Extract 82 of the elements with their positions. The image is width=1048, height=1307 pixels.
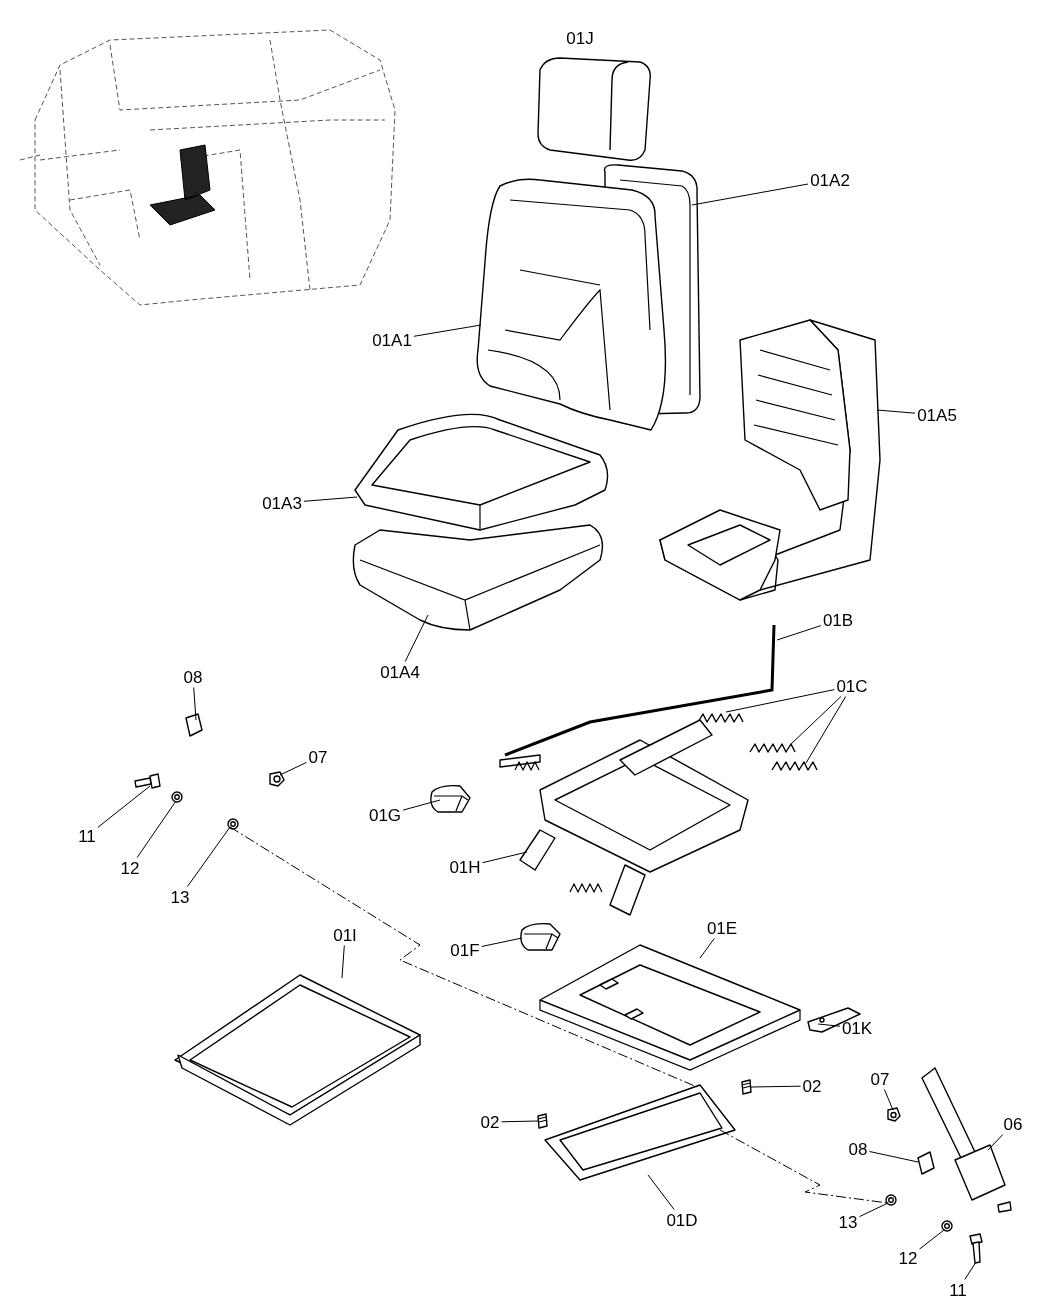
bolt-drawing (537, 1113, 548, 1129)
spring-drawing (771, 761, 818, 771)
callout-number: 11 (949, 1280, 967, 1300)
bolt-drawing (969, 1233, 983, 1264)
leader-line (404, 614, 429, 662)
callout-number: 01A1 (372, 330, 412, 350)
leader-line (805, 696, 847, 764)
base-plate-drawing (539, 944, 801, 1071)
leader-line (193, 687, 197, 721)
callout-number: 06 (1003, 1114, 1023, 1134)
leader-line (919, 1229, 945, 1250)
callout-number: 07 (308, 747, 328, 767)
leader-line (402, 799, 441, 811)
seat-frame-drawing (659, 319, 881, 601)
callout-number: 01A4 (380, 662, 420, 682)
bolt-drawing (134, 773, 161, 789)
nut-drawing (269, 771, 285, 787)
washer-drawing (885, 1194, 897, 1206)
bracket-drawing (917, 1151, 935, 1175)
callout-number: 02 (802, 1076, 822, 1096)
washer-drawing (941, 1220, 953, 1232)
cushion-plate-drawing (174, 974, 421, 1126)
callout-number: 08 (183, 667, 203, 687)
callout-number: 01I (333, 925, 357, 945)
seat-slide-drawing (499, 719, 749, 916)
callout-number: 11 (78, 826, 96, 846)
knob-drawing (520, 922, 561, 951)
bracket-drawing (185, 713, 203, 737)
callout-number: 02 (480, 1112, 500, 1132)
callout-number: 01G (368, 805, 402, 825)
seat-cushion-drawing (352, 524, 604, 631)
bolt-drawing (741, 1079, 752, 1095)
callout-number: 01B (822, 610, 854, 630)
spring-drawing (749, 743, 796, 753)
callout-number: 12 (898, 1248, 918, 1268)
leader-line (750, 1085, 801, 1088)
leader-line (964, 1261, 977, 1280)
assembly-line (229, 826, 698, 1088)
nut-drawing (887, 1107, 901, 1122)
callout-number: 01E (706, 918, 738, 938)
callout-number: 01H (449, 857, 481, 877)
leader-line (776, 625, 822, 641)
leader-line (647, 1174, 675, 1210)
leader-line (481, 937, 523, 947)
leader-line (876, 409, 916, 414)
leader-line (482, 851, 528, 864)
leader-line (187, 826, 231, 887)
callout-number: 12 (120, 858, 140, 878)
washer-drawing (171, 791, 183, 803)
leader-line (501, 1120, 539, 1123)
callout-number: 13 (838, 1212, 858, 1232)
mounting-plate-drawing (544, 1084, 736, 1181)
lever-knob-drawing (430, 784, 471, 813)
callout-number: 01J (566, 28, 594, 48)
callout-number: 01D (666, 1210, 698, 1230)
cable-drawing (504, 624, 776, 757)
callout-number: 01K (841, 1018, 873, 1038)
callout-number: 13 (170, 887, 190, 907)
leader-line (413, 324, 482, 337)
leader-line (136, 800, 177, 858)
callout-number: 08 (848, 1139, 868, 1159)
leader-line (699, 938, 715, 959)
callout-number: 01A2 (810, 170, 850, 190)
leader-line (691, 183, 809, 206)
callout-number: 07 (870, 1069, 890, 1089)
callout-number: 01A5 (917, 405, 957, 425)
callout-number: 01A3 (262, 493, 302, 513)
leader-line (869, 1151, 919, 1163)
leader-line (303, 496, 358, 502)
leader-line (987, 1134, 1004, 1151)
leader-line (341, 945, 345, 979)
leader-line (789, 696, 842, 746)
callout-number: 01F (450, 940, 480, 960)
washer-drawing (227, 818, 239, 830)
leader-line (817, 1023, 841, 1027)
assembly-line (719, 1129, 889, 1204)
leader-line (279, 761, 307, 776)
leader-line (883, 1089, 894, 1111)
leader-line (859, 1202, 889, 1218)
leader-line (97, 785, 151, 828)
callout-number: 01C (836, 676, 868, 696)
seat-cover-drawing (354, 413, 609, 531)
